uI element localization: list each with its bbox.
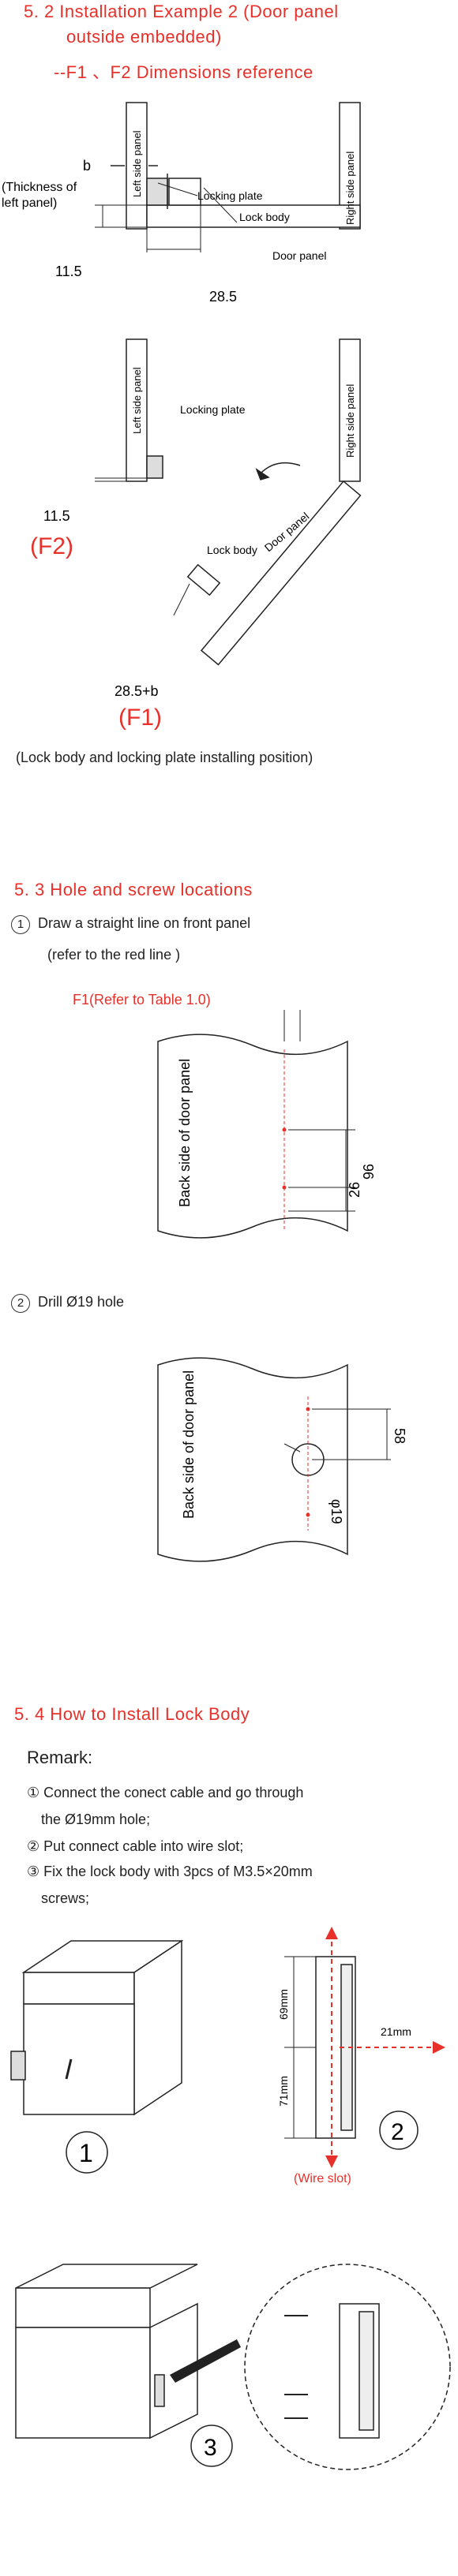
step1-sub: (refer to the red line ) [47,947,181,963]
dim-21mm: 21mm [381,2025,411,2038]
back-side-label-1: Back side of door panel [177,1059,193,1207]
step1: 1 Draw a straight line on front panel [11,915,250,934]
dim-11-5: 11.5 [55,264,82,279]
wire-slot-label: (Wire slot) [294,2172,351,2185]
lock-body-label-2: Lock body [207,544,257,556]
door-panel-label: Door panel [272,249,327,262]
figure-3-installed: 3 [15,2264,451,2470]
figure-1-circle [66,2131,108,2174]
remark-2: ② Put connect cable into wire slot; [27,1838,244,1854]
dim-26: 26 [347,1182,362,1198]
dim-71mm: 71mm [277,2076,290,2107]
diagram-f1-top: Left side panel Right side panel b (Thic… [2,102,361,305]
sec52-title-line1: 5. 2 Installation Example 2 (Door panel [24,2,339,21]
figure-3-number: 3 [204,2435,217,2461]
figure-2-number: 2 [391,2119,404,2145]
dim-69mm: 69mm [277,1989,290,2020]
sec53-title: 5. 3 Hole and screw locations [14,880,253,899]
thickness-label-1: (Thickness of [2,181,77,194]
thickness-label-2: left panel) [2,196,57,210]
right-panel-label-2: Right side panel [344,384,356,458]
lock-body-label: Lock body [239,211,290,223]
dim-phi19: φ19 [328,1499,344,1524]
back-side-label-2: Back side of door panel [181,1370,197,1519]
dim-11-5-b: 11.5 [43,508,70,524]
b-label: b [83,158,91,174]
diagram-hole-line: Back side of door panel 96 26 [157,1010,376,1239]
remark-3b: screws; [41,1890,90,1906]
f1-label: (F1) [118,705,162,731]
locking-plate-label-2: Locking plate [180,403,246,416]
right-panel-label: Right side panel [344,151,356,225]
figure-3-circle [190,2425,233,2467]
dim-28-5-plus-b: 28.5+b [114,683,159,699]
step2: 2 Drill Ø19 hole [11,1294,124,1313]
figure-2-lock-dims: 69mm 71mm 21mm 2 (Wire slot) [277,1927,445,2185]
remark-label: Remark: [27,1748,93,1767]
step2-number: 2 [11,1294,30,1313]
dim-28-5: 28.5 [209,289,237,305]
figure-1-number: 1 [79,2139,93,2167]
remark-1b: the Ø19mm hole; [41,1811,151,1827]
f1-ref: F1(Refer to Table 1.0) [73,992,211,1008]
figure-2-circle [379,2111,419,2150]
left-panel-label: Left side panel [131,130,143,197]
figure-1-cabinet: 1 [10,1939,184,2174]
step1-number: 1 [11,915,30,934]
remark-1a: ① Connect the conect cable and go throug… [27,1785,304,1800]
remark-3a: ③ Fix the lock body with 3pcs of M3.5×20… [27,1864,313,1879]
f2-label: (F2) [30,533,73,559]
diagram-f2-rotated: Left side panel Right side panel Locking… [30,338,362,699]
step1-text: Draw a straight line on front panel [38,915,251,931]
dim-96: 96 [360,1164,376,1180]
sec52-title-line3: --F1 、F2 Dimensions reference [54,62,313,82]
diagram-drill-hole: Back side of door panel 58 φ19 [157,1357,407,1562]
locking-plate-label: Locking plate [197,189,263,202]
sec54-title: 5. 4 How to Install Lock Body [14,1704,250,1724]
dim-58: 58 [392,1428,407,1444]
sec52-title-line2: outside embedded) [66,27,222,47]
left-panel-label-2: Left side panel [131,367,143,434]
sec52-caption: (Lock body and locking plate installing … [16,750,313,765]
step2-text: Drill Ø19 hole [38,1294,125,1310]
